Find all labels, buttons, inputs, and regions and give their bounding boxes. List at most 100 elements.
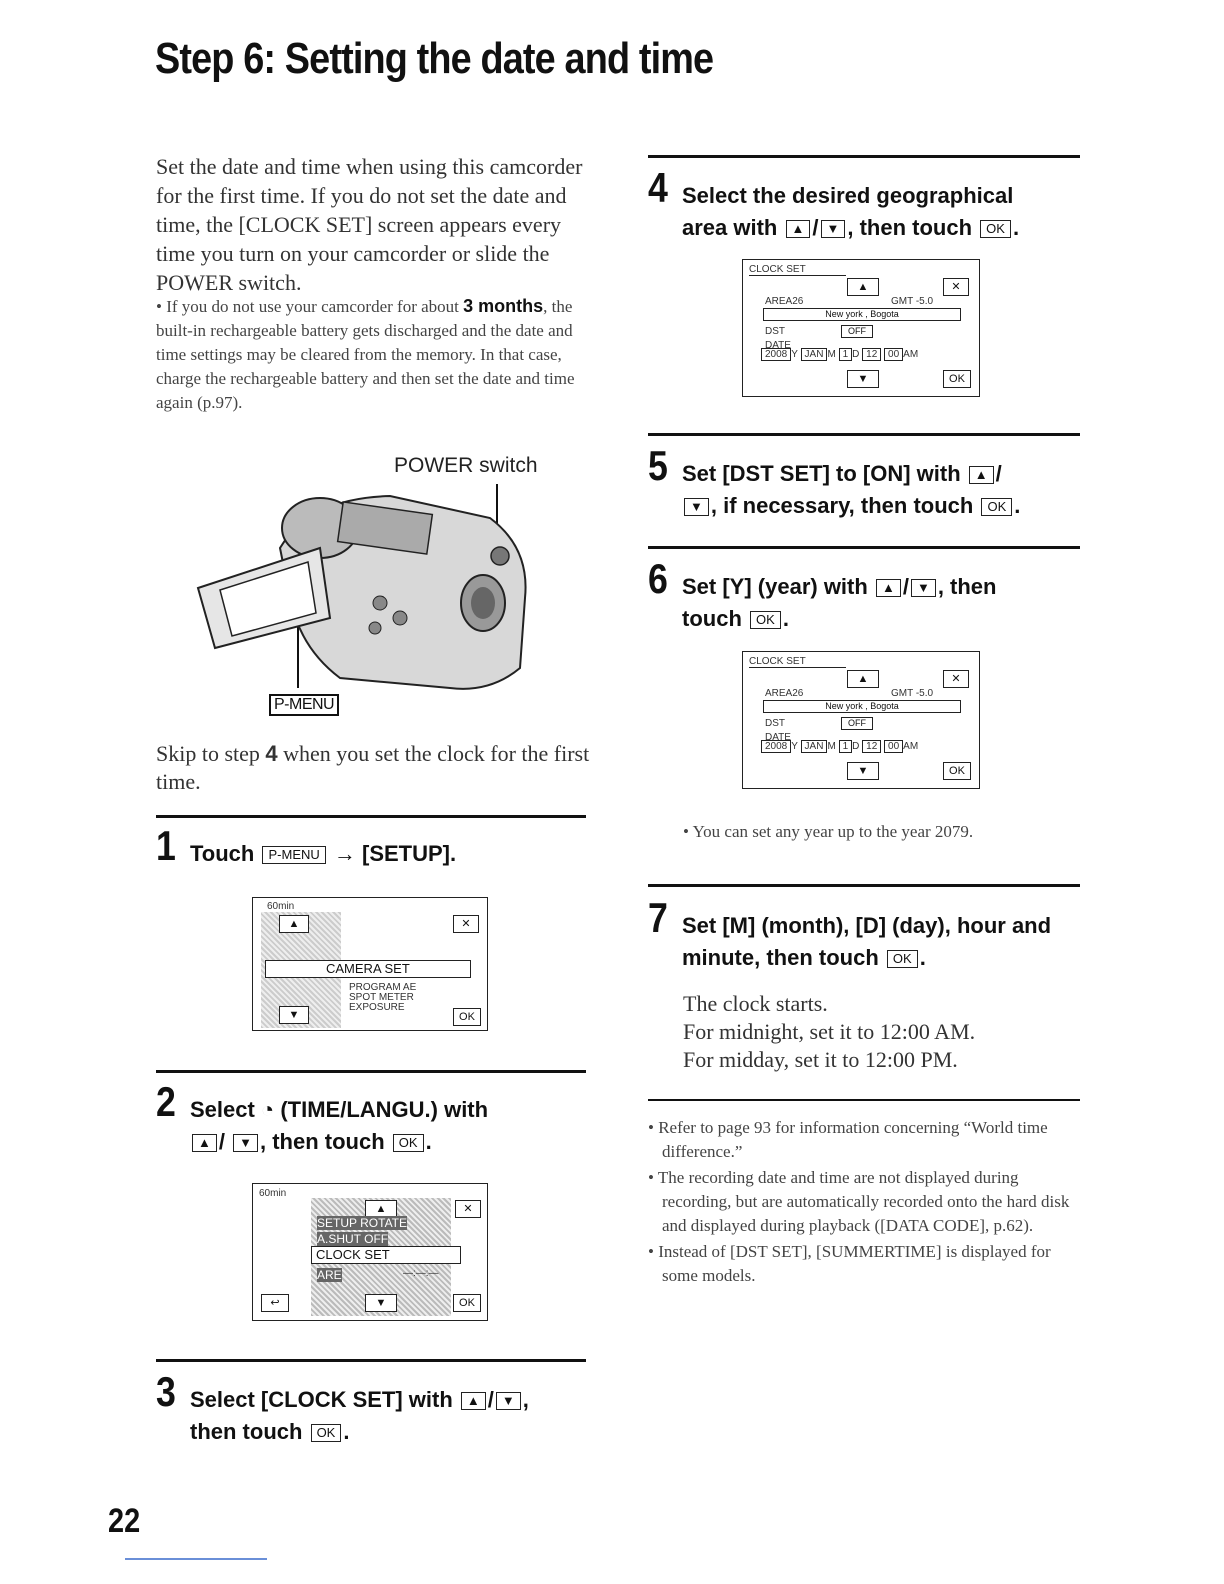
gmt-offset: GMT -5.0 [891,688,934,699]
menu-item-camera-set[interactable]: CAMERA SET [265,960,471,978]
skip-note: Skip to step 4 when you set the clock fo… [156,741,590,794]
up-button[interactable]: ▲ [279,915,309,933]
step-text: . [1014,493,1021,518]
dst-value[interactable]: OFF [841,717,873,730]
return-button[interactable]: ↩ [261,1294,289,1312]
close-icon[interactable]: ✕ [943,278,969,296]
close-icon[interactable]: ✕ [943,670,969,688]
close-icon[interactable]: ✕ [453,915,479,933]
step-number: 3 [156,1368,176,1415]
step-text: Set [DST SET] to [ON] with [682,461,961,486]
ok-key: OK [750,611,781,629]
step-text: . [1012,215,1020,240]
menu-screen-2: 60min ▲ ✕ SETUP ROTATE A.SHUT OFF CLOCK … [252,1183,488,1321]
down-button[interactable]: ▼ [279,1006,309,1024]
pmenu-key-label: P-MENU [269,694,340,716]
city-field[interactable]: New york , Bogota [763,700,961,713]
up-key: ▲ [875,579,901,597]
dst-value[interactable]: OFF [841,325,873,338]
step-number: 2 [156,1078,176,1125]
page-title: Step 6: Setting the date and time [155,34,714,83]
menu-screen-1: 60min ▲ ✕ CAMERA SET PROGRAM AE SPOT MET… [252,897,488,1031]
year-limit-note: • You can set any year up to the year 20… [683,822,974,841]
notes-rule [648,1099,1080,1101]
step-text: / [995,461,1002,486]
step-5: 5 Set [DST SET] to [ON] with ▲/ ▼, if ne… [648,445,1088,528]
ok-button[interactable]: OK [453,1294,481,1312]
step3-rule [156,1359,586,1362]
step-text: , [522,1387,529,1412]
step-text: Set [M] (month), [D] (day), hour and [682,913,1052,938]
step-text: , if necessary, then touch [710,493,974,518]
down-button[interactable]: ▼ [365,1294,397,1312]
power-switch-label: POWER switch [394,454,538,477]
down-key: ▼ [820,220,846,238]
clock-set-screen-2: CLOCK SET ▲ ✕ AREA26 GMT -5.0 New york ,… [742,651,980,789]
ok-key: OK [886,950,918,968]
step-text: / [487,1387,494,1412]
step-text: , then touch [260,1129,385,1154]
step-1: 1 Touch P-MENU → [SETUP]. [156,825,596,878]
step-text: . [919,945,926,970]
footer-line [125,1558,267,1560]
step-text: Select ◔ (TIME/LANGU.) with [190,1097,489,1122]
up-button[interactable]: ▲ [847,278,879,296]
dst-label: DST [765,326,785,337]
up-key: ▲ [968,466,994,484]
step-text: area with [682,215,778,240]
ok-button[interactable]: OK [943,762,971,780]
step-text: . [343,1419,350,1444]
notes-list: • Refer to page 93 for information conce… [648,1116,1080,1290]
step-text: , then touch [847,215,973,240]
up-key: ▲ [785,220,811,238]
up-key: ▲ [460,1392,486,1410]
menu-item: ARE [317,1268,342,1282]
date-label: DATE [765,340,791,351]
note-item: • Refer to page 93 for information conce… [648,1118,1048,1161]
down-button[interactable]: ▼ [847,762,879,780]
step-text: Set [Y] (year) with [682,574,868,599]
ok-key: OK [392,1134,424,1152]
step-6: 6 Set [Y] (year) with ▲/▼, then touch OK… [648,558,1088,641]
step-text: . [425,1129,432,1154]
down-button[interactable]: ▼ [847,370,879,388]
city-field[interactable]: New york , Bogota [763,308,961,321]
status-remaining: 60min [259,1188,287,1199]
up-button[interactable]: ▲ [847,670,879,688]
close-icon[interactable]: ✕ [455,1200,481,1218]
step-text: Touch [190,841,255,866]
note-item: • The recording date and time are not di… [648,1168,1070,1235]
menu-item: A.SHUT OFF [317,1232,389,1246]
step-text: / [812,215,819,240]
date-label: DATE [765,732,791,743]
step7-rule [648,884,1080,887]
area-label: AREA26 [765,688,804,699]
step7-text: The clock starts. For midnight, set it t… [683,990,975,1074]
screen-title: CLOCK SET [749,264,846,276]
text-line: For midnight, set it to 12:00 AM. [683,1019,976,1044]
step-4: 4 Select the desired geographical area w… [648,167,1088,250]
area-label: AREA26 [765,296,804,307]
menu-item-clock-set[interactable]: CLOCK SET [311,1246,461,1264]
step4-rule [648,155,1080,158]
step5-rule [648,433,1080,436]
ok-key: OK [980,220,1011,238]
ok-button[interactable]: OK [943,370,971,388]
step-number: 4 [648,164,668,211]
ok-key: OK [310,1424,342,1442]
up-key: ▲ [192,1134,217,1152]
clock-value: —:—:— [403,1268,439,1279]
status-remaining: 60min [267,901,295,912]
page-number: 22 [108,1502,141,1540]
up-button[interactable]: ▲ [365,1200,397,1218]
ok-button[interactable]: OK [453,1008,481,1026]
submenu-item: EXPOSURE [349,1002,405,1013]
screen-title: CLOCK SET [749,656,846,668]
menu-item: SETUP ROTATE [317,1216,408,1230]
ok-key: OK [981,498,1013,516]
camcorder-illustration [196,484,527,690]
step-text: Select [CLOCK SET] with [190,1387,453,1412]
intro-paragraph: Set the date and time when using this ca… [156,154,583,295]
step-number: 1 [156,822,176,869]
